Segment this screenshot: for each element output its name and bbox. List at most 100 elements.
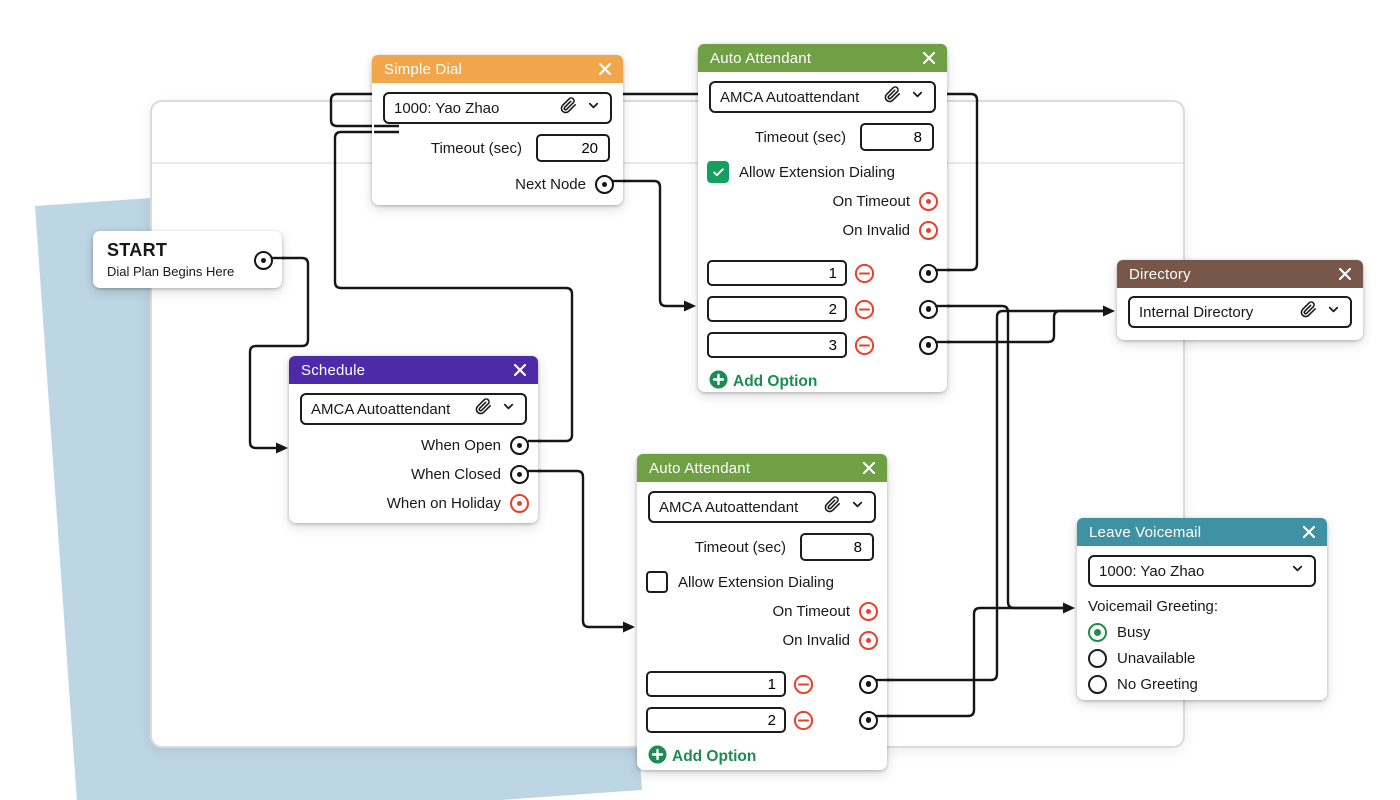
link-icon [475,398,492,420]
selected-value: 1000: Yao Zhao [1099,562,1205,580]
node-title: Directory [1129,265,1191,283]
greeting-radio-no-greeting[interactable]: No Greeting [1077,675,1327,694]
remove-option-icon[interactable] [854,335,875,356]
plus-icon [709,370,728,394]
node-auto-attendant-1[interactable]: Auto Attendant AMCA Autoattendant Timeou… [698,44,947,392]
option-port[interactable] [919,263,938,283]
radio-label: No Greeting [1117,676,1198,693]
when-open-port[interactable] [510,436,529,455]
next-node-label: Next Node [515,176,586,193]
when-holiday-port[interactable] [510,494,529,513]
close-icon[interactable] [1302,525,1316,539]
node-directory[interactable]: Directory Internal Directory [1117,260,1363,340]
timeout-label: Timeout (sec) [754,128,846,146]
node-title: Simple Dial [384,60,463,78]
node-simple-dial[interactable]: Simple Dial 1000: Yao Zhao Timeout (sec)… [372,55,623,205]
node-header[interactable]: Leave Voicemail [1077,518,1327,546]
schedule-select[interactable]: AMCA Autoattendant [300,393,527,425]
node-leave-voicemail[interactable]: Leave Voicemail 1000: Yao Zhao Voicemail… [1077,518,1327,700]
node-title: Auto Attendant [649,459,751,477]
option-port[interactable] [859,710,878,730]
link-icon [560,97,577,119]
add-option-button[interactable]: Add Option [637,745,887,769]
selected-value: AMCA Autoattendant [720,88,860,106]
directory-select[interactable]: Internal Directory [1128,296,1352,328]
close-icon[interactable] [598,62,612,76]
node-title: Leave Voicemail [1089,523,1202,541]
remove-option-icon[interactable] [854,263,875,284]
timeout-input[interactable] [800,533,874,561]
timeout-label: Timeout (sec) [430,139,522,157]
chevron-down-icon [910,87,925,107]
greeting-radio-busy[interactable]: Busy [1077,623,1327,642]
option-digit-input[interactable] [707,296,847,322]
link-icon [884,86,901,108]
when-open-label: When Open [420,437,501,454]
selected-value: Internal Directory [1139,303,1254,321]
output-port[interactable] [254,251,273,270]
radio-icon[interactable] [1088,649,1107,668]
remove-option-icon[interactable] [854,299,875,320]
when-closed-label: When Closed [410,466,501,483]
on-timeout-label: On Timeout [772,603,850,620]
node-schedule[interactable]: Schedule AMCA Autoattendant When Open Wh… [289,356,538,523]
node-auto-attendant-2[interactable]: Auto Attendant AMCA Autoattendant Timeou… [637,454,887,770]
node-header[interactable]: Directory [1117,260,1363,288]
node-header[interactable]: Simple Dial [372,55,623,83]
add-option-button[interactable]: Add Option [698,370,947,394]
option-digit-input[interactable] [707,332,847,358]
close-icon[interactable] [862,461,876,475]
on-invalid-port[interactable] [919,221,938,240]
when-closed-port[interactable] [510,465,529,484]
on-invalid-port[interactable] [859,631,878,650]
on-timeout-port[interactable] [919,192,938,211]
next-node-port[interactable] [595,175,614,194]
plus-icon [648,745,667,769]
radio-icon[interactable] [1088,623,1107,642]
timeout-input[interactable] [860,123,934,151]
radio-label: Unavailable [1117,650,1196,667]
on-timeout-port[interactable] [859,602,878,621]
on-invalid-label: On Invalid [842,222,910,239]
chevron-down-icon [501,399,516,419]
attendant-select[interactable]: AMCA Autoattendant [648,491,876,523]
option-digit-input[interactable] [646,671,786,697]
remove-option-icon[interactable] [793,674,814,695]
radio-label: Busy [1117,624,1151,641]
node-start[interactable]: START Dial Plan Begins Here [93,231,282,288]
attendant-select[interactable]: AMCA Autoattendant [709,81,936,113]
on-timeout-label: On Timeout [832,193,910,210]
option-port[interactable] [919,335,938,355]
option-digit-input[interactable] [707,260,847,286]
node-title: Auto Attendant [710,49,812,67]
link-icon [824,496,841,518]
node-header[interactable]: Auto Attendant [637,454,887,482]
radio-icon[interactable] [1088,675,1107,694]
chevron-down-icon [850,497,865,517]
node-header[interactable]: Schedule [289,356,538,384]
remove-option-icon[interactable] [793,710,814,731]
option-port[interactable] [859,674,878,694]
allow-extension-checkbox[interactable] [707,161,729,183]
mailbox-select[interactable]: 1000: Yao Zhao [1088,555,1316,587]
allow-extension-label: Allow Extension Dialing [678,573,834,591]
timeout-input[interactable] [536,134,610,162]
allow-extension-checkbox[interactable] [646,571,668,593]
allow-extension-label: Allow Extension Dialing [739,163,895,181]
selected-value: 1000: Yao Zhao [394,99,500,117]
greeting-radio-unavailable[interactable]: Unavailable [1077,649,1327,668]
close-icon[interactable] [513,363,527,377]
node-title: Schedule [301,361,366,379]
timeout-label: Timeout (sec) [694,538,786,556]
on-invalid-label: On Invalid [782,632,850,649]
option-digit-input[interactable] [646,707,786,733]
when-holiday-label: When on Holiday [386,495,501,512]
close-icon[interactable] [922,51,936,65]
target-select[interactable]: 1000: Yao Zhao [383,92,612,124]
node-header[interactable]: Auto Attendant [698,44,947,72]
option-port[interactable] [919,299,938,319]
chevron-down-icon [1326,302,1341,322]
link-icon [1300,301,1317,323]
close-icon[interactable] [1338,267,1352,281]
